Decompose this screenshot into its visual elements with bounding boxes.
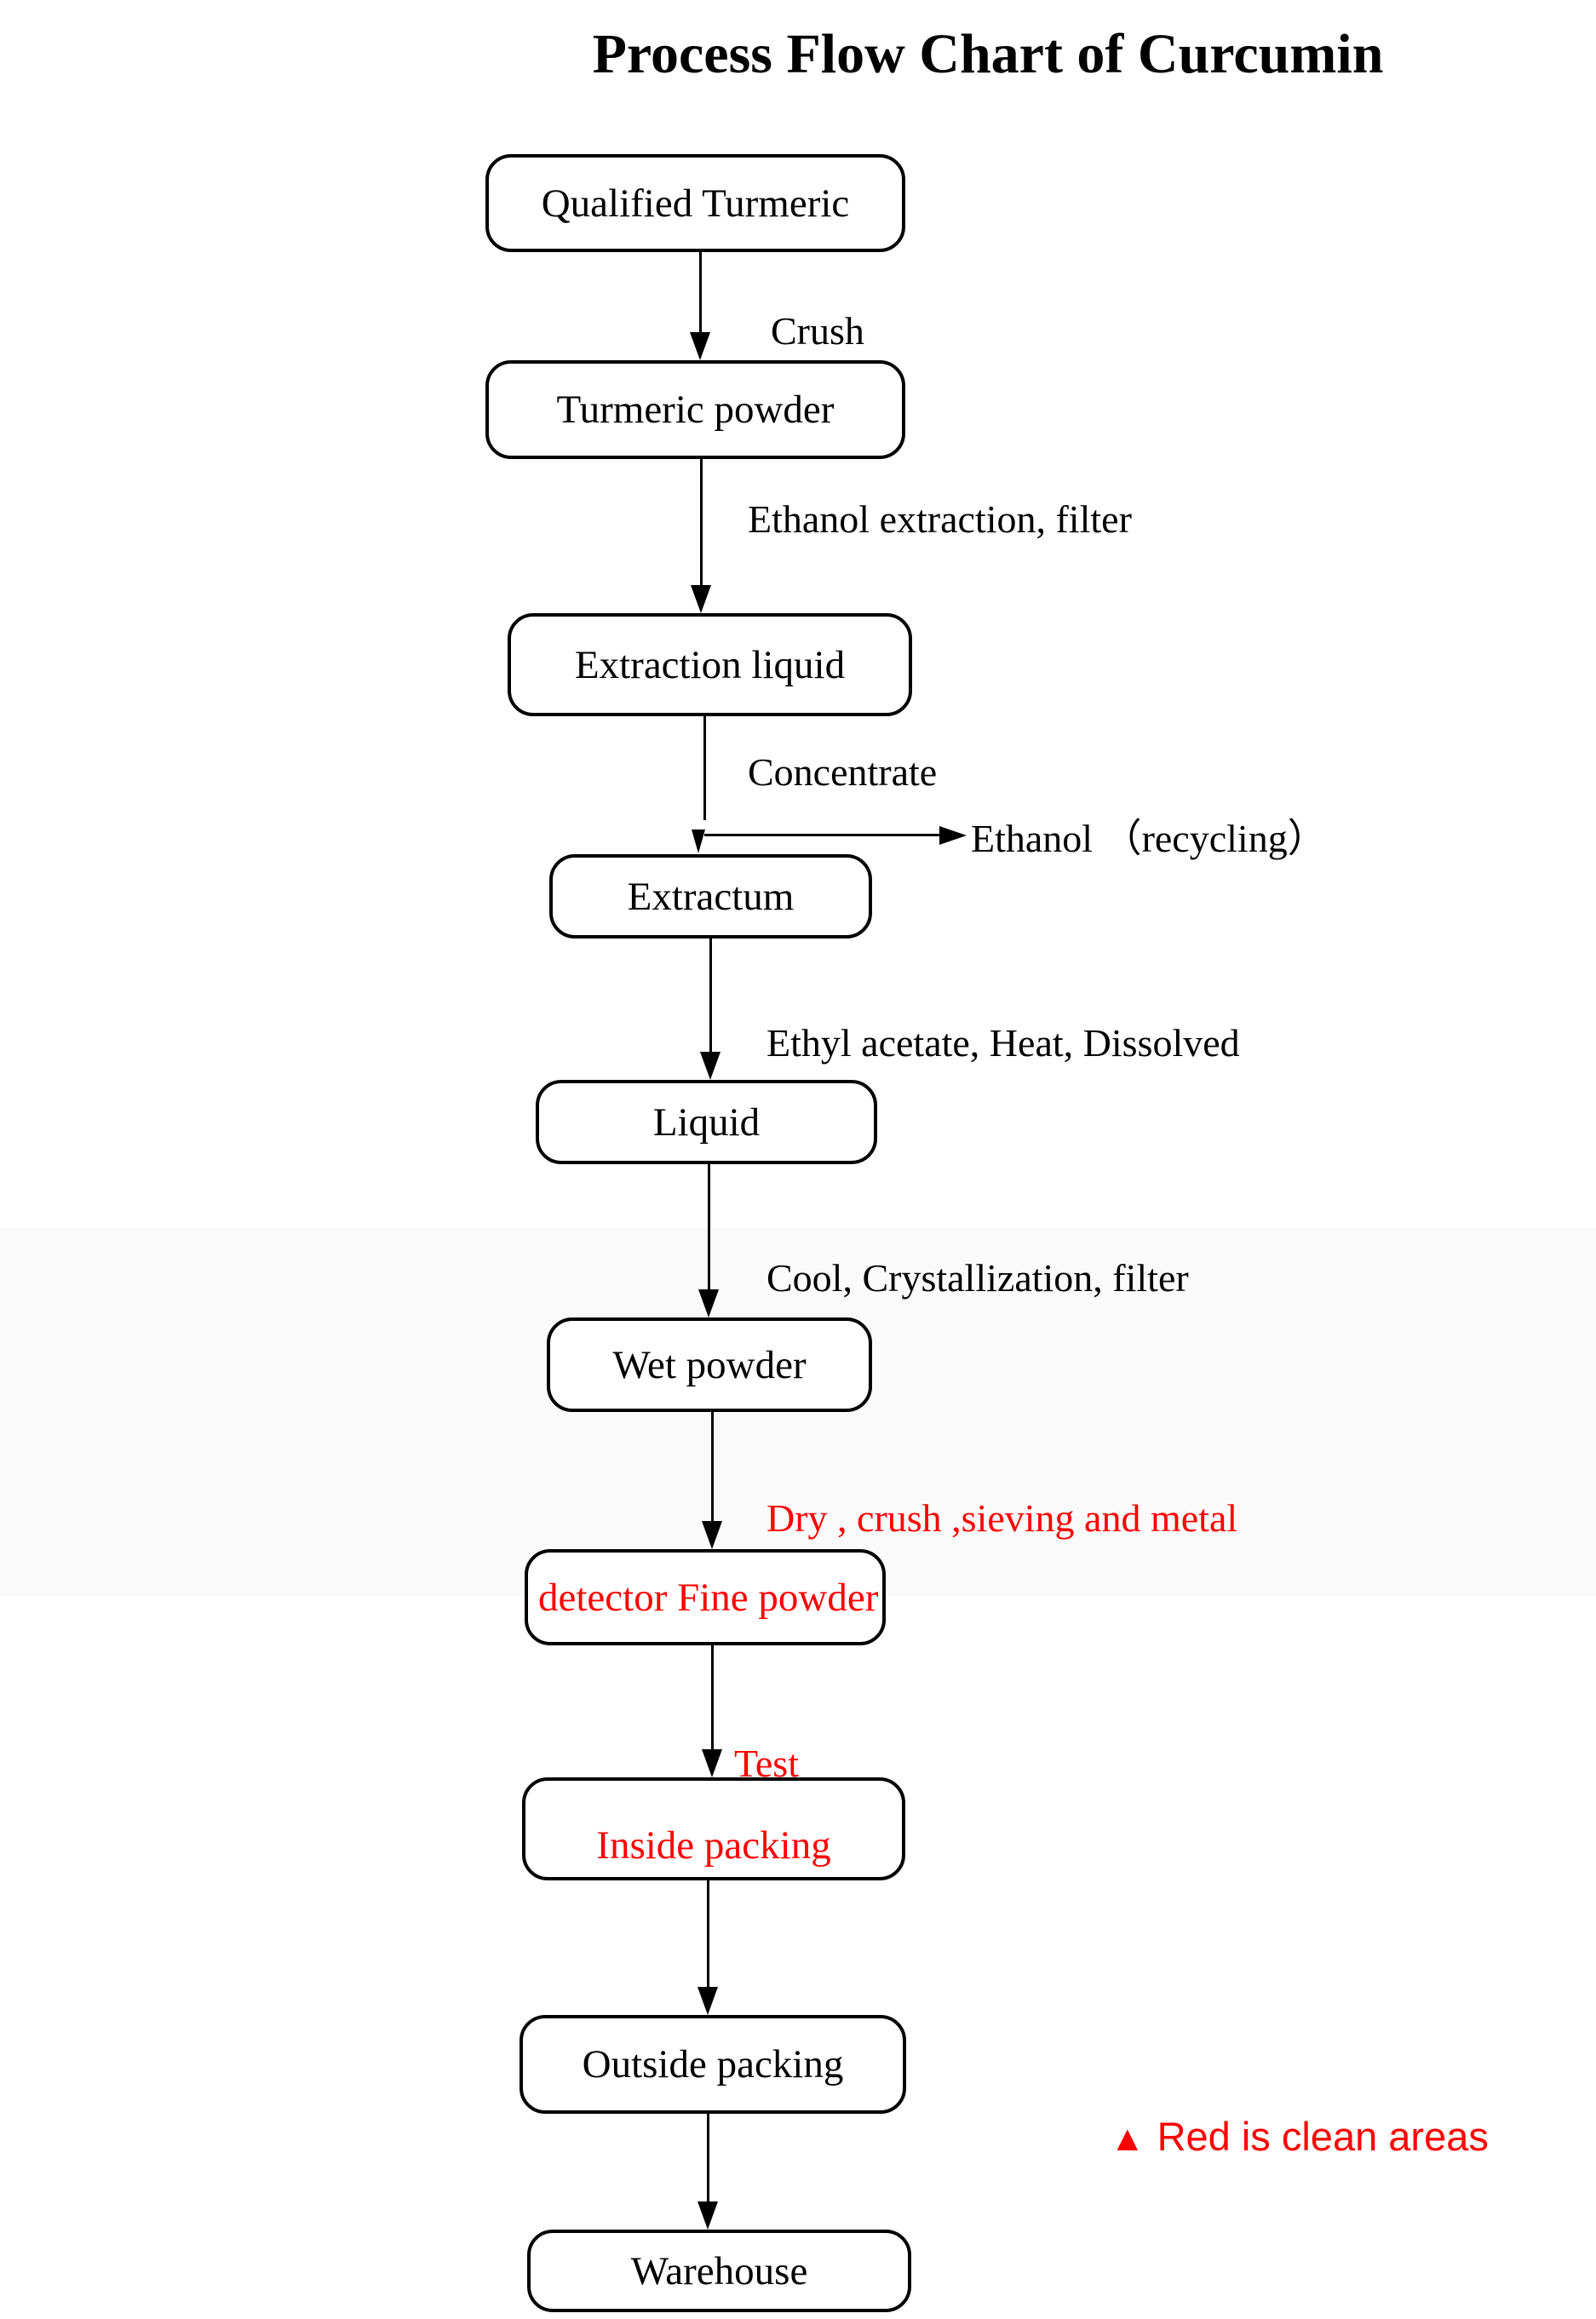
legend-text: Red is clean areas <box>1157 2114 1489 2159</box>
node-liquid: Liquid <box>536 1080 877 1164</box>
edge-label-dry-crush-sieving: Dry , crush ,sieving and metal <box>766 1496 1238 1540</box>
node-qualified-turmeric: Qualified Turmeric <box>485 154 905 252</box>
clean-area-band <box>0 1228 1596 1596</box>
arrow-line <box>707 1880 709 1988</box>
arrowhead-down-icon <box>690 332 710 360</box>
arrowhead-down-icon <box>700 1052 720 1080</box>
node-warehouse: Warehouse <box>527 2230 911 2312</box>
edge-label-ethyl-acetate: Ethyl acetate, Heat, Dissolved <box>766 1021 1240 1065</box>
arrow-line <box>703 716 706 820</box>
node-wet-powder: Wet powder <box>547 1317 872 1412</box>
node-outside-packing: Outside packing <box>520 2015 906 2114</box>
node-fine-powder: detector Fine powder <box>525 1549 886 1645</box>
arrow-line <box>707 2114 709 2202</box>
arrow-line <box>709 939 712 1053</box>
arrow-line <box>699 252 702 333</box>
node-turmeric-powder: Turmeric powder <box>485 360 905 459</box>
red-triangle-icon: ▲ <box>1110 2118 1145 2158</box>
arrowhead-down-icon <box>691 585 711 613</box>
edge-label-crush: Crush <box>771 309 864 353</box>
node-extractum: Extractum <box>549 854 872 939</box>
arrow-line <box>711 1412 714 1522</box>
node-inside-packing: Inside packing <box>522 1777 905 1880</box>
edge-label-ethanol-recycling: Ethanol （recycling） <box>971 817 1327 860</box>
arrow-line <box>700 459 703 586</box>
edge-label-cool-crystallization: Cool, Crystallization, filter <box>766 1256 1189 1300</box>
arrow-line <box>711 1645 714 1750</box>
page-title: Process Flow Chart of Curcumin <box>592 23 1384 85</box>
arrowhead-down-icon <box>698 1289 719 1317</box>
arrowhead-down-icon <box>702 1521 722 1549</box>
arrowhead-down-icon <box>698 1987 718 2015</box>
arrowhead-down-icon <box>692 829 705 853</box>
edge-label-ethanol-extraction: Ethanol extraction, filter <box>748 497 1132 541</box>
edge-label-test: Test <box>734 1742 799 1785</box>
edge-label-concentrate: Concentrate <box>748 750 938 794</box>
arrowhead-down-icon <box>702 1749 722 1777</box>
arrow-line <box>708 1164 710 1290</box>
node-extraction-liquid: Extraction liquid <box>508 613 912 716</box>
legend-red-clean-areas: ▲ Red is clean areas <box>1110 2113 1489 2160</box>
arrowhead-down-icon <box>698 2201 718 2230</box>
arrowhead-right-icon <box>939 826 967 845</box>
branch-arrow-line <box>704 834 941 836</box>
